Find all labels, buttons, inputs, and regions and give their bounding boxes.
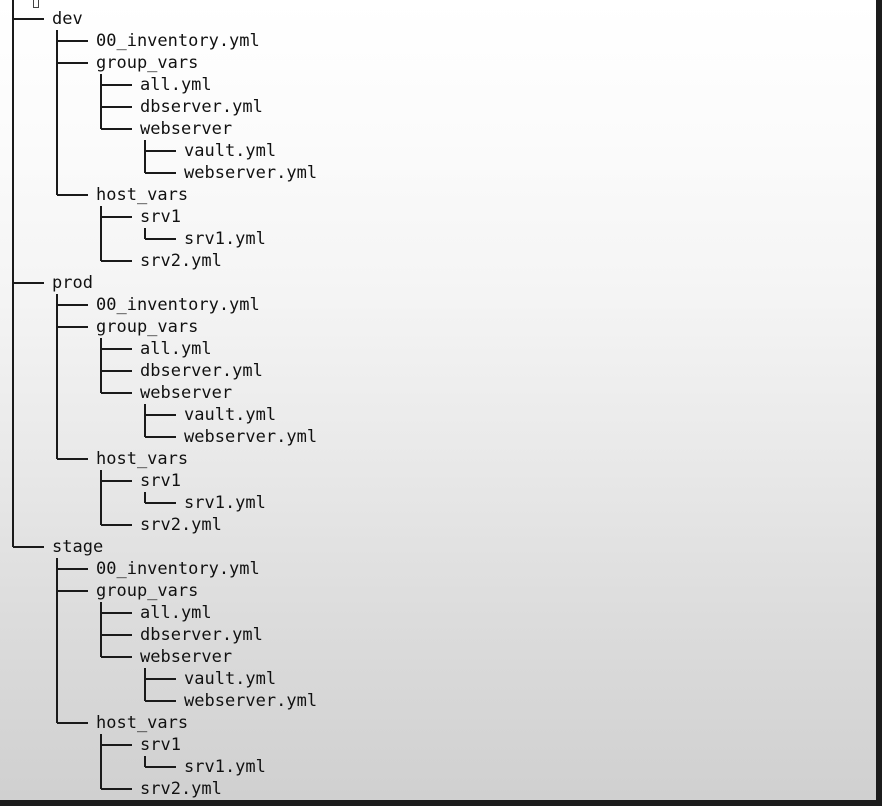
tree-folder-entry: host_vars bbox=[96, 713, 189, 733]
tree-file-entry: webserver.yml bbox=[184, 163, 318, 183]
tree-folder-entry: host_vars bbox=[96, 449, 189, 469]
tree-file-entry: vault.yml bbox=[184, 669, 277, 689]
tree-file-entry: srv1.yml bbox=[184, 229, 266, 249]
tree-folder-entry: dev bbox=[52, 9, 83, 29]
tree-file-entry: dbserver.yml bbox=[140, 97, 263, 117]
tree-file-entry: srv2.yml bbox=[140, 251, 222, 271]
tree-folder-entry: host_vars bbox=[96, 185, 189, 205]
tree-folder-entry: group_vars bbox=[96, 53, 199, 73]
tree-file-entry: vault.yml bbox=[184, 141, 277, 161]
tree-file-entry: all.yml bbox=[140, 603, 212, 623]
tree-file-entry: webserver.yml bbox=[184, 427, 318, 447]
tree-file-entry: srv2.yml bbox=[140, 515, 222, 535]
tree-folder-entry: webserver bbox=[140, 647, 233, 667]
window-edge-right bbox=[876, 0, 882, 806]
tree-folder-entry: srv1 bbox=[140, 471, 181, 491]
tree-file-entry: srv2.yml bbox=[140, 779, 222, 799]
tree-folder-entry: group_vars bbox=[96, 317, 199, 337]
tree-file-entry: srv1.yml bbox=[184, 493, 266, 513]
tree-file-entry: all.yml bbox=[140, 75, 212, 95]
tree-file-entry: all.yml bbox=[140, 339, 212, 359]
tree-file-entry: 00_inventory.yml bbox=[96, 559, 260, 579]
tree-file-entry: webserver.yml bbox=[184, 691, 318, 711]
tree-folder-entry: webserver bbox=[140, 119, 233, 139]
tree-folder-entry: srv1 bbox=[140, 735, 181, 755]
tree-folder-entry: stage bbox=[52, 537, 104, 557]
tree-folder-entry: prod bbox=[52, 273, 93, 293]
window-edge-bottom bbox=[0, 800, 882, 806]
tree-file-entry: srv1.yml bbox=[184, 757, 266, 777]
tree-folder-entry: webserver bbox=[140, 383, 233, 403]
tree-folder-entry: srv1 bbox=[140, 207, 181, 227]
text-cursor-icon bbox=[33, 0, 39, 8]
tree-file-entry: vault.yml bbox=[184, 405, 277, 425]
tree-file-entry: dbserver.yml bbox=[140, 361, 263, 381]
tree-file-entry: 00_inventory.yml bbox=[96, 31, 260, 51]
tree-file-entry: dbserver.yml bbox=[140, 625, 263, 645]
tree-file-entry: 00_inventory.yml bbox=[96, 295, 260, 315]
tree-folder-entry: group_vars bbox=[96, 581, 199, 601]
